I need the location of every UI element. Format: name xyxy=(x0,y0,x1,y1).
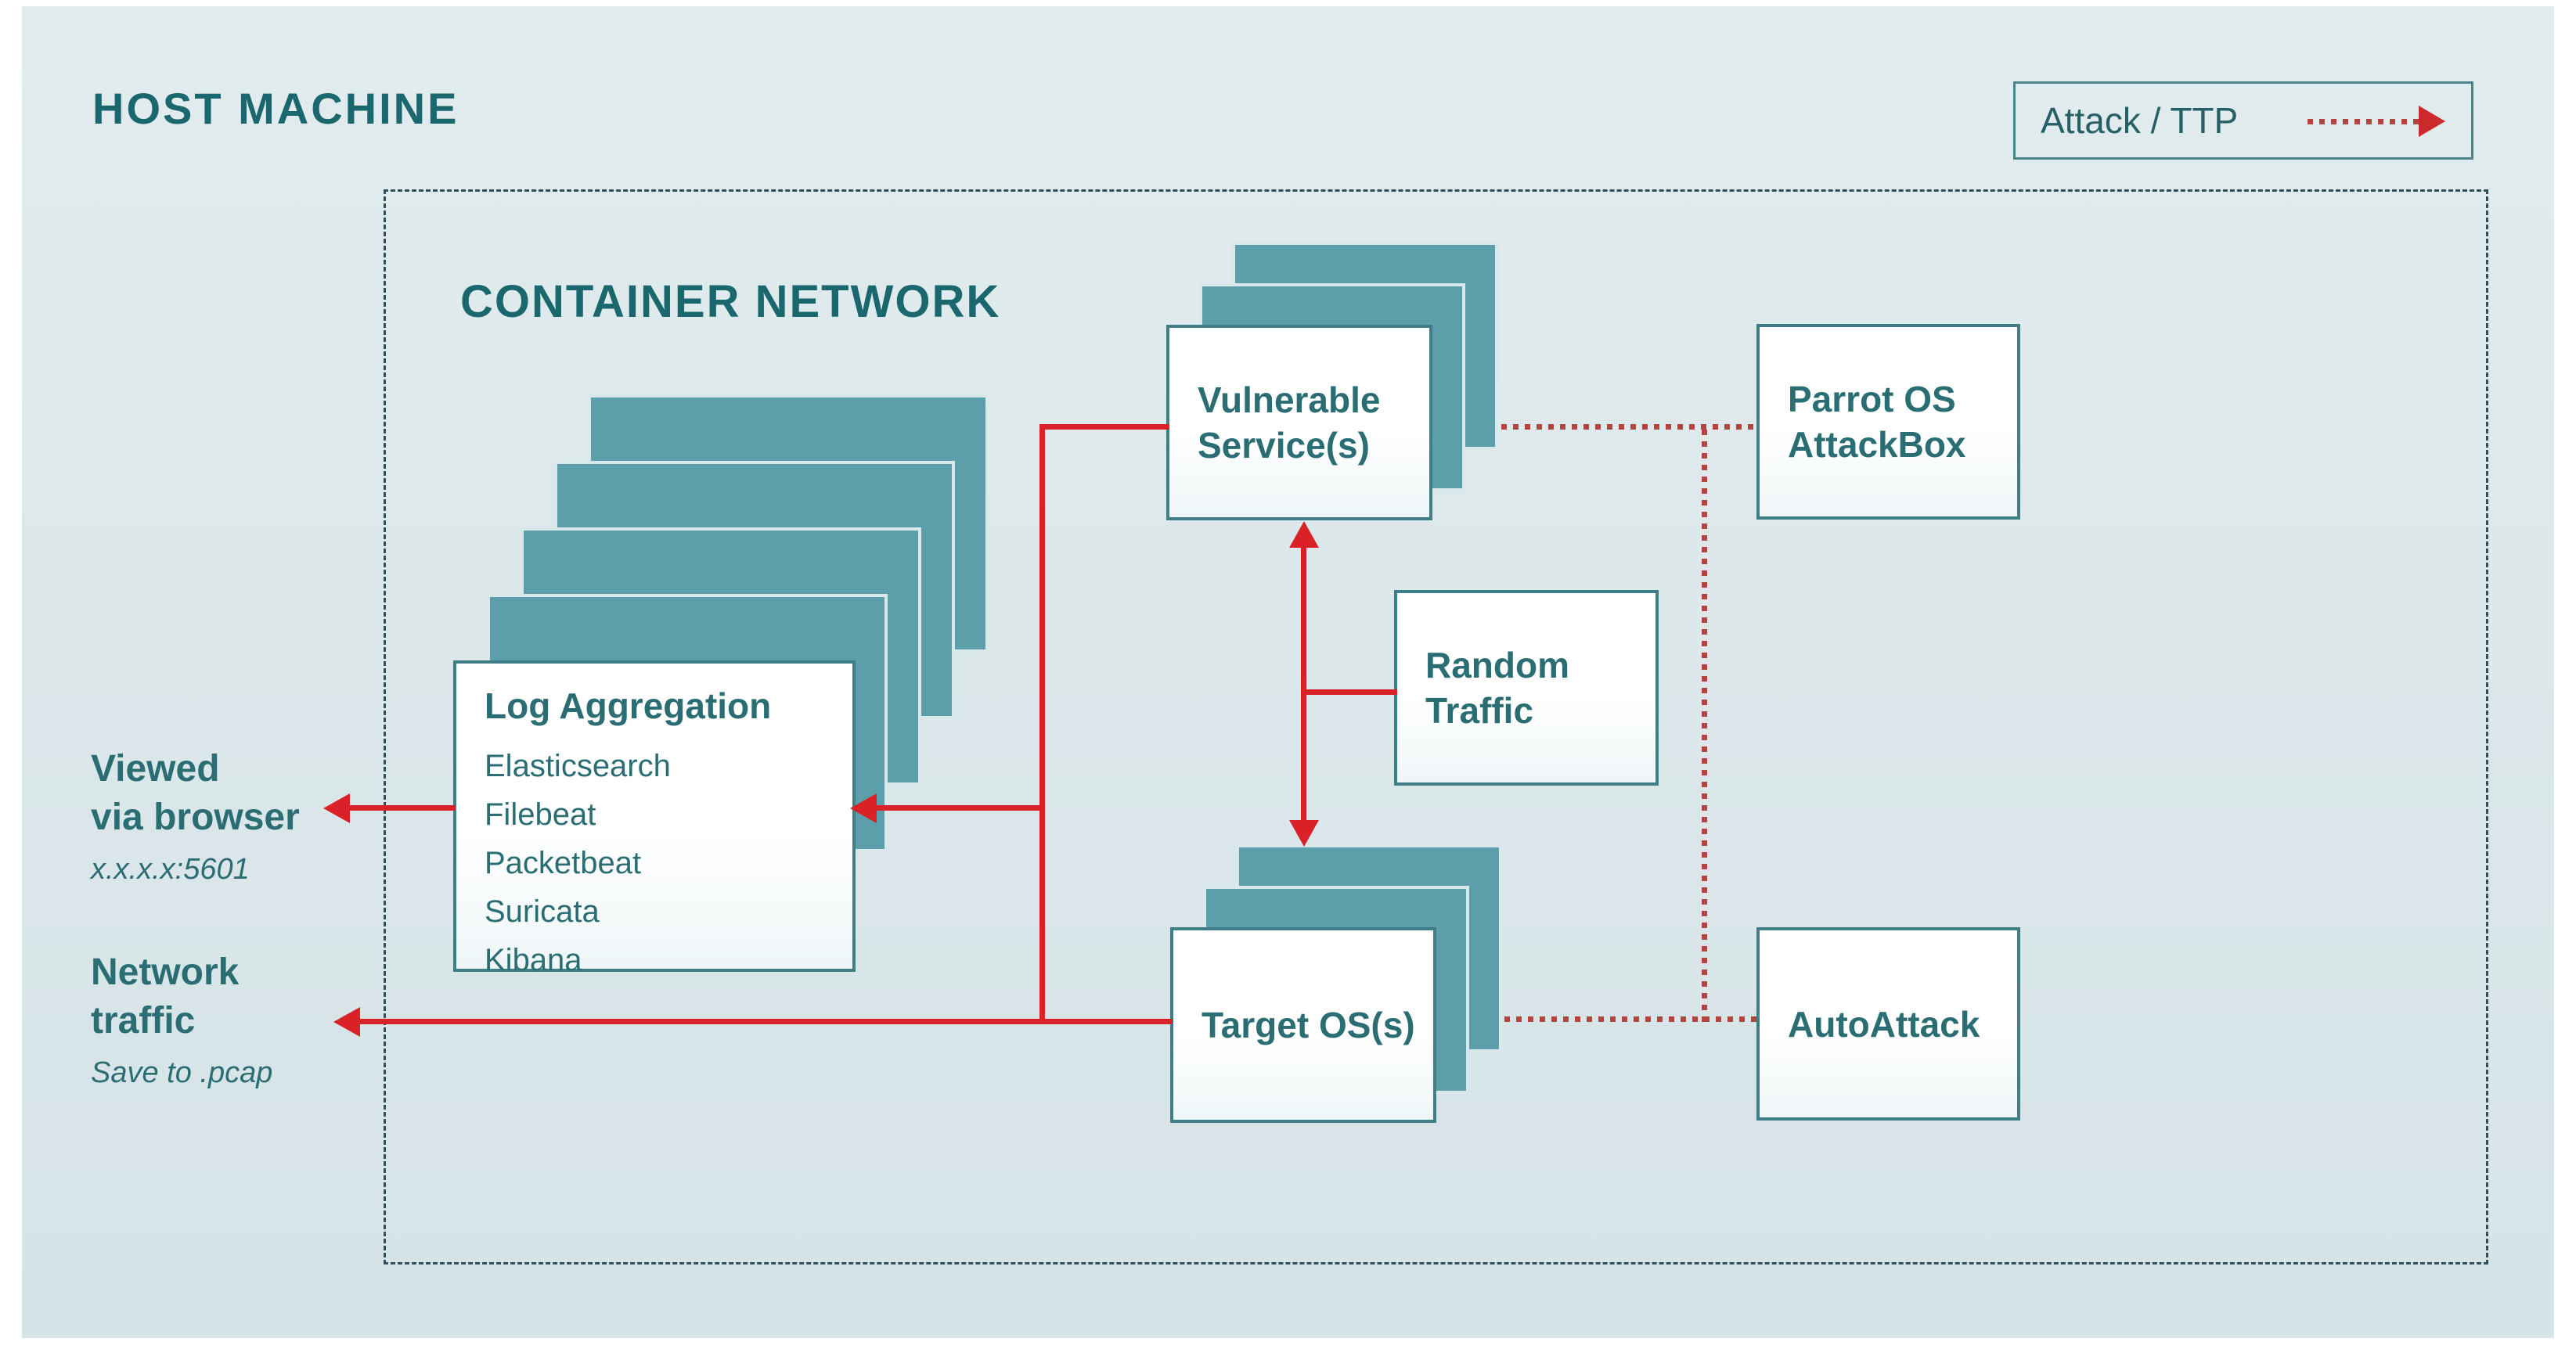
arrow-left-icon xyxy=(323,793,350,823)
ttp-line-vertical xyxy=(1702,430,1707,1022)
random-traffic-box: Random Traffic xyxy=(1394,590,1659,786)
ttp-line-vulnerable-to-parrot xyxy=(1501,424,1760,430)
random-traffic-label-line1: Random xyxy=(1425,645,1569,685)
vulnerable-services-label-line1: Vulnerable xyxy=(1198,380,1381,420)
legend-box: Attack / TTP xyxy=(2013,81,2473,160)
network-traffic-line2: traffic xyxy=(91,1000,196,1041)
vulnerable-services-box: Vulnerable Service(s) xyxy=(1166,325,1432,520)
random-traffic-label-line2: Traffic xyxy=(1425,690,1534,731)
vulnerable-services-label-line2: Service(s) xyxy=(1198,425,1370,466)
target-os-label: Target OS(s) xyxy=(1202,1005,1415,1045)
viewed-line2: via browser xyxy=(91,797,300,838)
viewed-note: x.x.x.x:5601 xyxy=(91,853,250,886)
log-item-packetbeat: Packetbeat xyxy=(485,846,642,880)
line-target-to-pcap xyxy=(358,1019,1173,1024)
autoattack-box: AutoAttack xyxy=(1756,927,2020,1121)
autoattack-label: AutoAttack xyxy=(1788,1003,1980,1045)
viewed-line1: Viewed xyxy=(91,748,220,790)
legend-label: Attack / TTP xyxy=(2041,100,2239,141)
line-log-to-browser xyxy=(348,805,455,811)
log-item-kibana: Kibana xyxy=(485,943,582,977)
line-junction-to-log xyxy=(875,805,1042,811)
container-network-label: CONTAINER NETWORK xyxy=(460,276,1001,327)
ttp-line-target-to-autoattack xyxy=(1504,1016,1760,1022)
viewed-via-browser-annotation: Viewed via browser x.x.x.x:5601 xyxy=(91,745,300,887)
parrot-attackbox-label-line2: AttackBox xyxy=(1788,424,1966,465)
arrow-right-icon xyxy=(2419,106,2445,137)
parrot-attackbox-box: Parrot OS AttackBox xyxy=(1756,324,2020,520)
arrow-left-icon xyxy=(333,1007,360,1037)
log-item-elasticsearch: Elasticsearch xyxy=(485,749,671,783)
network-traffic-line1: Network xyxy=(91,951,240,993)
parrot-attackbox-label-line1: Parrot OS xyxy=(1788,379,1956,419)
page-title: HOST MACHINE xyxy=(92,84,459,133)
arrow-up-icon xyxy=(1289,521,1319,548)
log-item-filebeat: Filebeat xyxy=(485,797,596,832)
log-aggregation-title: Log Aggregation xyxy=(485,685,772,726)
attack-dotted-line-icon xyxy=(2308,119,2419,124)
log-aggregation-box: Log Aggregation Elasticsearch Filebeat P… xyxy=(453,660,856,977)
arrow-left-icon xyxy=(850,793,877,823)
target-os-box: Target OS(s) xyxy=(1170,927,1436,1123)
log-item-suricata: Suricata xyxy=(485,894,600,929)
line-vulnerable-to-junction xyxy=(1039,424,1169,430)
line-junction-vertical xyxy=(1039,424,1045,1023)
container-network-boundary xyxy=(384,189,2488,1264)
network-traffic-note: Save to .pcap xyxy=(91,1056,273,1089)
arrow-down-icon xyxy=(1289,820,1319,847)
line-vulnerable-target-vertical xyxy=(1301,546,1306,822)
line-random-traffic-branch xyxy=(1301,689,1397,695)
network-traffic-annotation: Network traffic Save to .pcap xyxy=(91,948,272,1090)
